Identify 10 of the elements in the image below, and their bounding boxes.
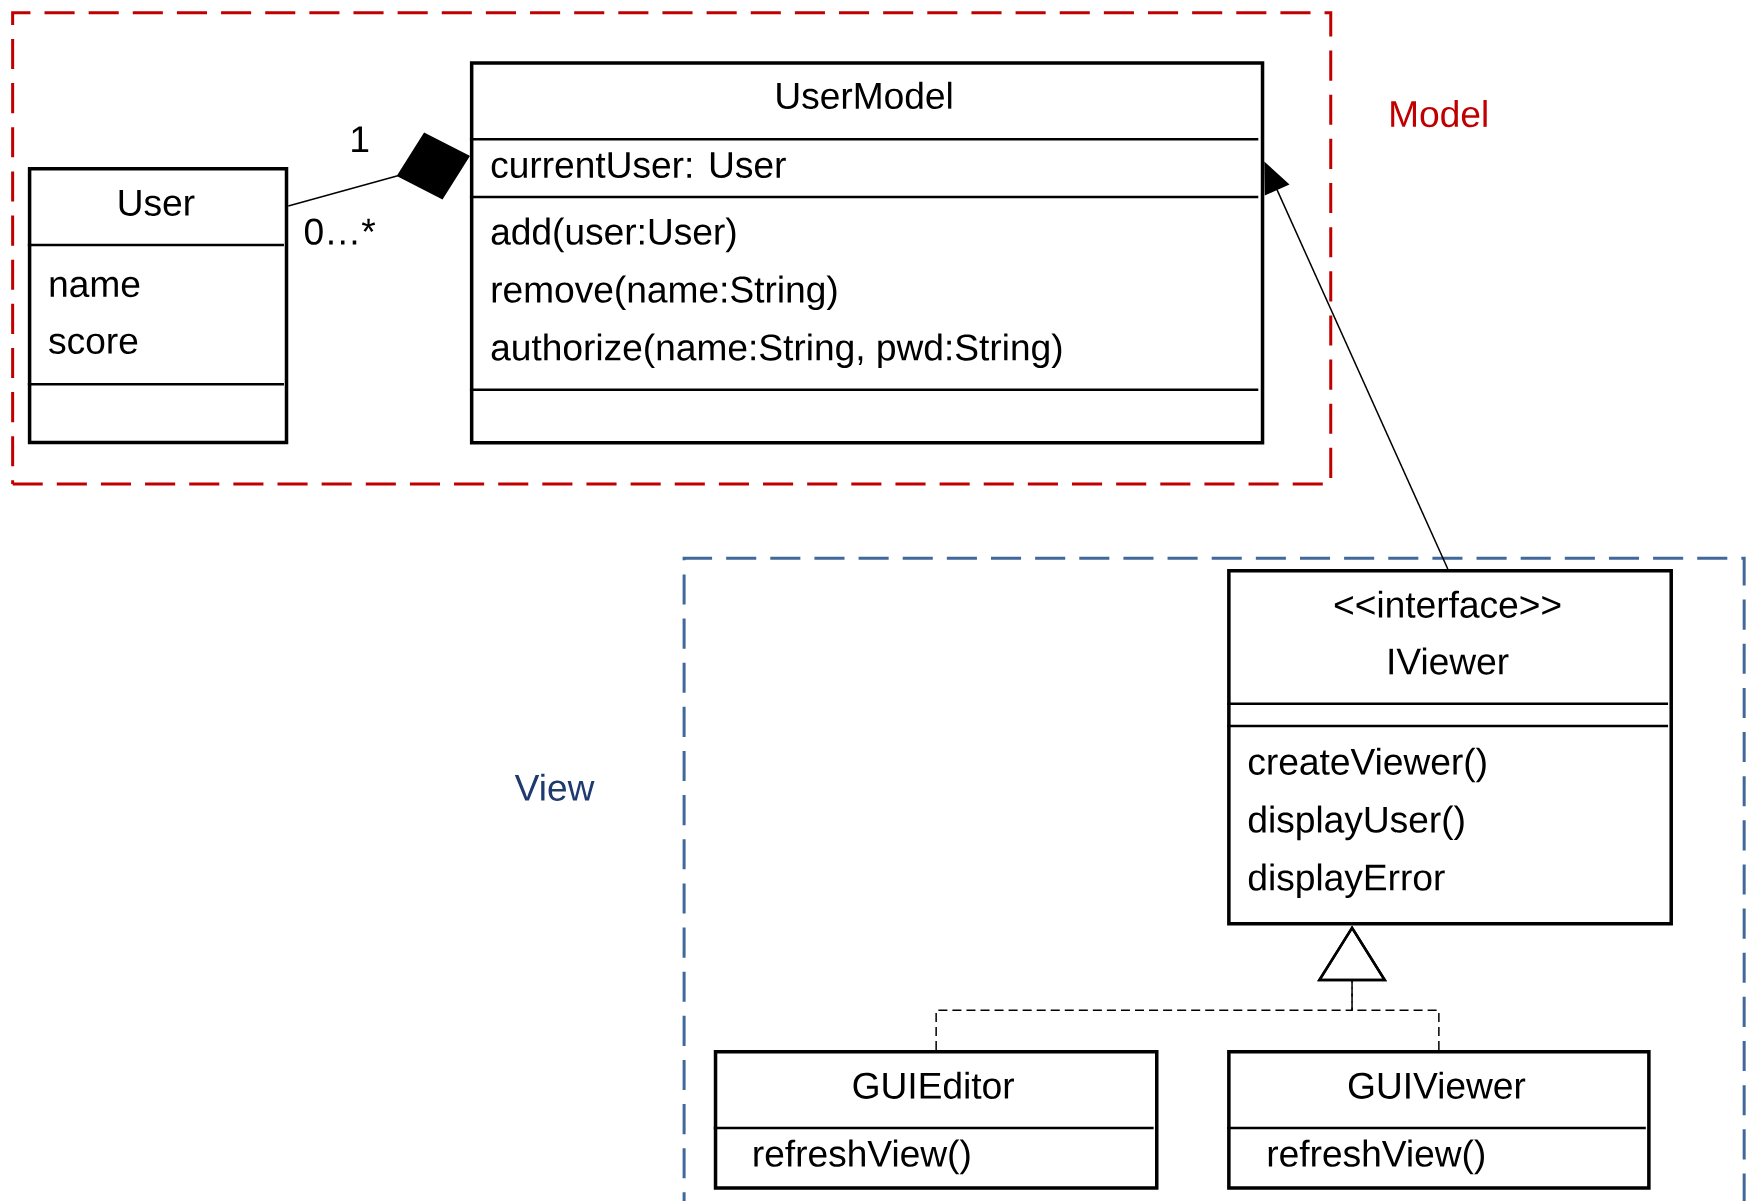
class-box: <<interface>> IViewer createViewer() displayUser() displayError (1227, 568, 1673, 926)
multiplicity-label: 0…* (305, 218, 376, 245)
multiplicity-label: 1 (352, 126, 369, 152)
class-box: GUIEditor refreshView() (713, 1049, 1159, 1190)
composition-line (287, 132, 470, 207)
class-box: User name score (27, 166, 289, 444)
class-box: UserModel currentUser: User add(user:User) remove(name:String) authorize(name:String, pwd:String) (469, 61, 1265, 445)
node-label: View (514, 773, 595, 801)
class-box: GUIViewer refreshView() (1227, 1049, 1651, 1190)
node-label: Model (1391, 99, 1487, 127)
